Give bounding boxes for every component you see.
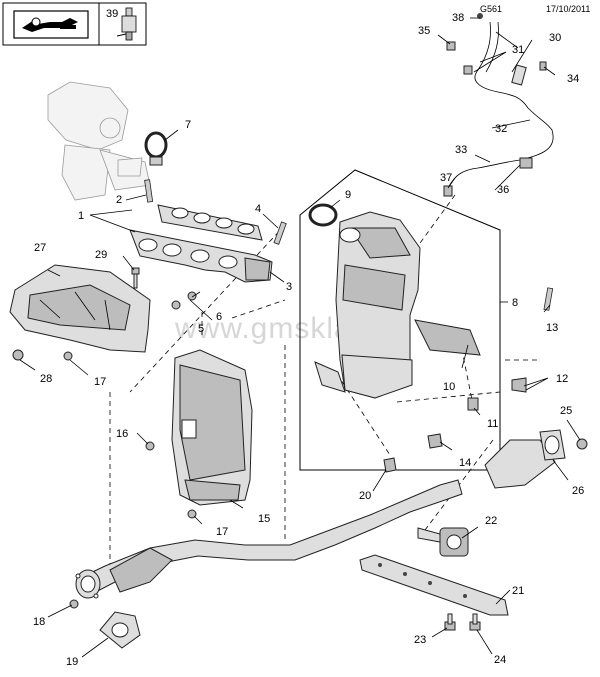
callout-17-lower: 17 [216, 526, 228, 538]
guide-lines [109, 194, 540, 568]
engine-ghost [47, 81, 151, 201]
exhaust-hangers [383, 377, 527, 473]
bracket-bolts [444, 613, 481, 631]
part-callouts: 1 2 3 4 5 6 7 8 9 10 11 12 13 14 15 16 1… [33, 12, 584, 668]
sensor-part-icon [116, 7, 137, 41]
exhaust-clamp [144, 131, 168, 166]
callout-2: 2 [116, 194, 122, 206]
callout-5: 5 [198, 323, 204, 335]
callout-23: 23 [414, 634, 426, 646]
bracket-stud [543, 287, 554, 311]
converter-group-frame [299, 169, 501, 471]
front-exhaust-pipe [75, 479, 463, 599]
callout-32: 32 [495, 123, 507, 135]
callout-22: 22 [485, 515, 497, 527]
service-manual-icon [13, 10, 89, 39]
turbo-gasket [117, 157, 143, 177]
callout-1: 1 [78, 210, 84, 222]
oxygen-sensor-harness [443, 13, 554, 197]
callout-24: 24 [494, 654, 506, 666]
pipe-support-bracket [359, 554, 509, 616]
callout-26: 26 [572, 485, 584, 497]
callout-18: 18 [33, 616, 45, 628]
manifold-stud-4 [273, 221, 287, 245]
callout-9: 9 [345, 189, 351, 201]
callout-19: 19 [66, 656, 78, 668]
exhaust-manifold [129, 229, 273, 283]
callout-37: 37 [440, 172, 452, 184]
callout-28: 28 [40, 373, 52, 385]
front-pipe-gasket [99, 611, 141, 649]
callout-30: 30 [549, 32, 561, 44]
callout-21: 21 [512, 585, 524, 597]
diagram-code: G561 [480, 4, 502, 14]
callout-29: 29 [95, 249, 107, 261]
callout-38: 38 [452, 12, 464, 24]
intermediate-pipe-flange [484, 429, 588, 489]
converter-gasket-ring [308, 203, 338, 227]
legend-part-number: 39 [106, 8, 118, 20]
manifold-gasket [157, 204, 263, 241]
callout-34: 34 [567, 73, 579, 85]
rubber-hanger [417, 527, 469, 557]
flange-nut [69, 599, 79, 609]
callout-36: 36 [497, 184, 509, 196]
callout-16: 16 [116, 428, 128, 440]
callout-13: 13 [546, 322, 558, 334]
callout-8: 8 [512, 297, 518, 309]
diagram-date: 17/10/2011 [546, 4, 590, 14]
converter-heat-shield [171, 349, 253, 506]
callout-27: 27 [34, 242, 46, 254]
callout-4: 4 [255, 203, 261, 215]
manifold-heat-shield [9, 264, 151, 353]
callout-14: 14 [459, 457, 471, 469]
callout-35: 35 [418, 25, 430, 37]
heat-shield-bolts [12, 267, 197, 361]
callout-33: 33 [455, 144, 467, 156]
callout-15: 15 [258, 513, 270, 525]
callout-31: 31 [512, 44, 524, 56]
callout-3: 3 [286, 281, 292, 293]
callout-12: 12 [556, 373, 568, 385]
callout-10: 10 [443, 381, 455, 393]
callout-7: 7 [185, 119, 191, 131]
manifold-stud [144, 179, 154, 203]
legend-box: 39 [2, 2, 147, 46]
callout-6: 6 [216, 311, 222, 323]
callout-11: 11 [487, 418, 498, 430]
callout-17-upper: 17 [94, 376, 106, 388]
callout-20: 20 [359, 490, 371, 502]
leader-lines [19, 17, 581, 658]
catalytic-converter [314, 211, 481, 399]
callout-25: 25 [560, 405, 572, 417]
